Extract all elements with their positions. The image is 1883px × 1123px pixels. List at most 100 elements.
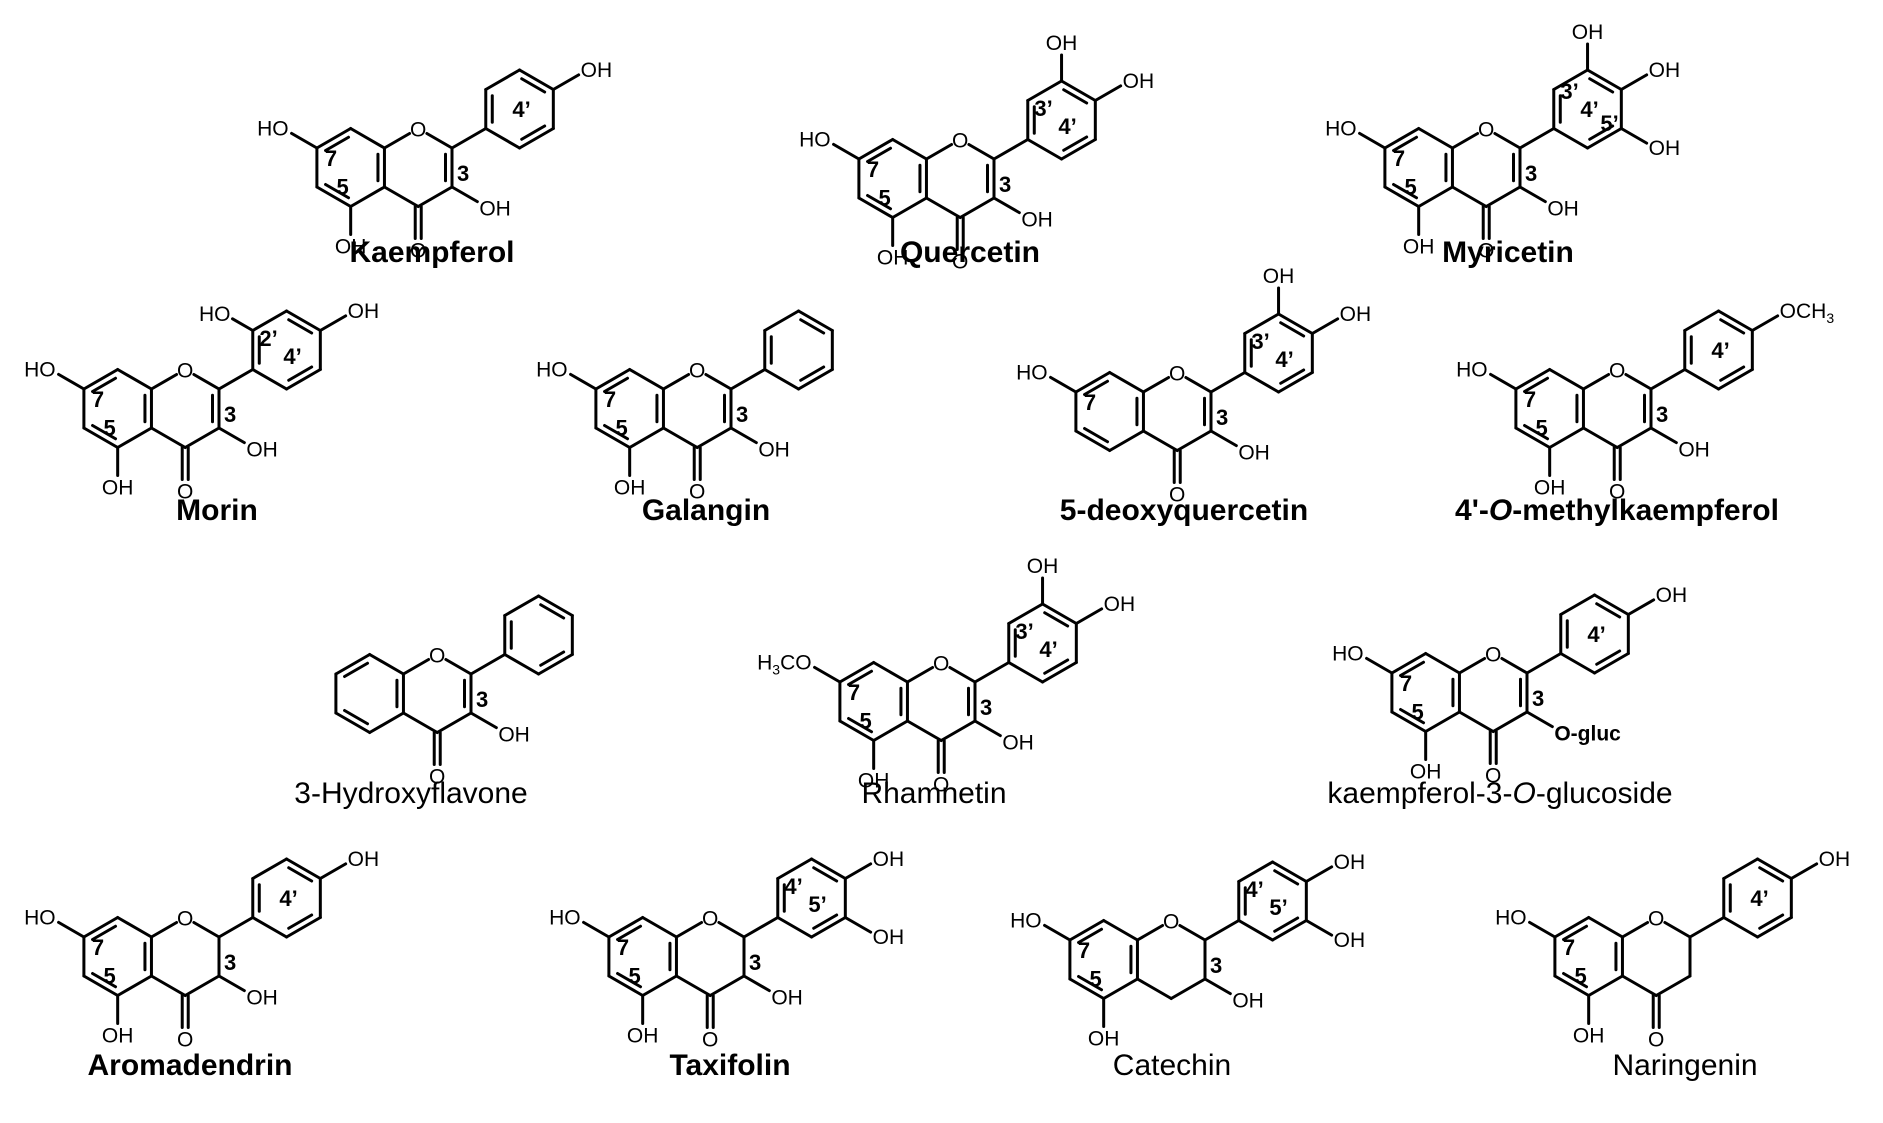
ring-a-bond: [368, 653, 405, 676]
ring-b-bond: [1237, 919, 1275, 942]
position-3-label: 3: [1532, 686, 1544, 711]
position-5-label: 5: [104, 416, 116, 441]
ring-a-double-bond: [1392, 182, 1419, 200]
ring-c-bond: [183, 974, 221, 997]
c4prime-substituent-label: OH: [1649, 59, 1681, 82]
ring-b-bond: [1722, 916, 1760, 939]
ring-a-bond: [82, 974, 120, 997]
c4prime-substituent-label: OH: [1104, 593, 1136, 616]
c4prime-substituent-label: OH: [873, 848, 905, 871]
ring-b-link-bond: [1518, 127, 1556, 150]
ring-b-bond: [1243, 312, 1281, 335]
ring-a-bond: [607, 974, 645, 997]
position-7-label: 7: [1084, 390, 1096, 415]
ring-b-double-bond: [1279, 368, 1306, 385]
ring-b-double-bond: [1595, 649, 1622, 666]
c4prime-substituent-label: OH: [1819, 848, 1851, 871]
ring-b-link-bond: [217, 916, 255, 939]
ring-a-double-bond: [91, 376, 118, 394]
ring-a-bond: [628, 426, 665, 449]
ring-c-bond: [183, 426, 221, 449]
ring-b-position-label: 3’: [1034, 96, 1052, 121]
ring-a-bond: [82, 916, 120, 939]
c5-substituent-label: OH: [335, 236, 367, 259]
ring-c-bond: [1169, 977, 1207, 1000]
ring-b-link-bond: [217, 368, 255, 391]
c7-substituent-bond: [569, 372, 598, 391]
carbonyl-oxygen-label: O: [410, 240, 426, 263]
ring-b-bond: [1722, 857, 1760, 880]
ring-a-bond: [1102, 919, 1139, 942]
c5-substituent-label: OH: [1534, 477, 1566, 500]
c4prime-substituent-bond: [843, 862, 873, 880]
c3-substituent-label: OH: [1002, 732, 1034, 755]
c3-substituent-label: OH: [498, 724, 530, 747]
position-7-label: 7: [1563, 935, 1575, 960]
ring-a-double-bond: [847, 716, 874, 734]
ring-c-bond: [1141, 376, 1171, 394]
ring-c-bond: [444, 658, 473, 676]
ring-b-bond: [1552, 68, 1590, 91]
ring-a-bond: [1548, 368, 1585, 391]
ring-b-position-label: 4’: [1580, 97, 1598, 122]
ring-b-bond: [251, 368, 289, 391]
ring-a-double-bond: [603, 423, 630, 441]
ring-b-bond: [1277, 312, 1314, 335]
c3-substituent-bond: [1203, 977, 1232, 996]
position-7-label: 7: [867, 157, 879, 182]
position-5-label: 5: [104, 964, 116, 989]
ring-b-double-bond: [1588, 77, 1615, 94]
position-3-label: 3: [476, 687, 488, 712]
position-5-label: 5: [879, 186, 891, 211]
ring-c-bond: [1581, 373, 1611, 391]
ring-a-bond: [1417, 185, 1454, 208]
ring-b-double-bond: [1279, 321, 1306, 338]
ring-a-bond: [1383, 185, 1421, 208]
c4prime-substituent-bond: [1789, 862, 1819, 880]
ring-b-double-bond: [1043, 611, 1070, 628]
position-7-label: 7: [617, 935, 629, 960]
c4prime-substituent-bond: [1750, 314, 1780, 332]
ring-c-bond: [192, 373, 221, 391]
ring-a-bond: [857, 138, 895, 161]
ring-a-bond: [1390, 710, 1428, 733]
c5prime-substituent-label: OH: [1334, 929, 1366, 952]
c3prime-substituent-label: OH: [1572, 21, 1604, 44]
ring-a-bond: [1587, 916, 1624, 939]
ring-b-bond: [1007, 602, 1045, 625]
c3-substituent-label: OH: [771, 987, 803, 1010]
ring-a-bond: [315, 127, 353, 150]
ring-oxygen-label: O: [689, 360, 705, 383]
ring-a-double-bond: [343, 708, 370, 726]
compound-name-rhamnetin: Rhamnetin: [861, 777, 1006, 810]
ring-c-bond: [1491, 710, 1529, 733]
ring-b-bond: [1717, 309, 1754, 332]
ring-a-bond: [368, 711, 405, 734]
ring-a-bond: [315, 185, 353, 208]
position-5-label: 5: [1090, 967, 1102, 992]
ring-b-bond: [1586, 68, 1623, 91]
c7-substituent-label: HO: [1016, 361, 1048, 384]
compound-name-methylkaempferol: 4'-O-methylkaempferol: [1455, 494, 1779, 527]
c4prime-substituent-bond: [551, 73, 581, 91]
c4prime-substituent-bond: [1310, 317, 1340, 335]
ring-b-double-bond: [539, 603, 566, 620]
ring-b-position-label: 4’: [283, 344, 301, 369]
ring-c-bond: [1457, 710, 1495, 733]
ring-a-bond: [116, 974, 153, 997]
ring-b-bond: [1593, 593, 1630, 616]
ring-b-position-label: 5’: [808, 892, 826, 917]
ring-a-bond: [857, 196, 895, 219]
ring-b-bond: [251, 916, 289, 939]
ring-b-double-bond: [1062, 135, 1089, 152]
ring-c-bond: [1135, 924, 1165, 942]
compound-kaempferol_glucoside: OOHOOHO-gluc753OH4’kaempferol-3-O-glucos…: [1327, 584, 1687, 810]
c4prime-substituent-label: OH: [1123, 70, 1155, 93]
ring-c-bond: [401, 711, 439, 734]
c3-substituent-bond: [992, 196, 1021, 215]
carbonyl-oxygen-label: O: [1609, 481, 1625, 504]
